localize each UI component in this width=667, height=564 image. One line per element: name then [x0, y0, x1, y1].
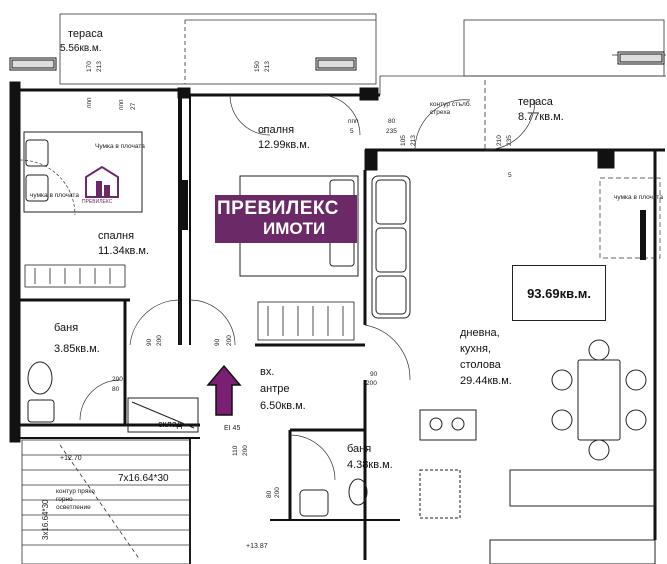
living-name-3: столова [460, 359, 501, 371]
bedroom-main-name: спалня [258, 124, 295, 136]
bath-big-area: 4.38кв.м. [347, 459, 393, 471]
dim-ppp-3: ппп [118, 99, 125, 110]
dim-200f: 200 [274, 487, 281, 498]
dim-90b: 90 [214, 338, 221, 346]
ac-units [9, 51, 665, 71]
walls [9, 81, 665, 564]
note-light-2: горно [56, 496, 73, 503]
dim-235: 235 [386, 128, 397, 135]
bath-big-name: баня [347, 443, 372, 455]
bedroom-second-name: спалня [98, 230, 135, 242]
terrace-outlines [59, 13, 666, 150]
wardrobe-hangers [34, 268, 344, 336]
dim-210: 210 [496, 135, 503, 146]
wardrobes [24, 264, 355, 341]
dim-5b: 5 [350, 128, 354, 135]
dim-200b: 200 [226, 335, 233, 346]
hall-area: 6.50кв.м. [260, 400, 306, 412]
eaves-outline [599, 177, 661, 259]
dim-90c: 90 [370, 371, 378, 378]
dim-150: 150 [254, 61, 261, 72]
living-name-2: кухня, [460, 343, 492, 355]
sofa [371, 175, 411, 319]
terrace-right-name: тераса [518, 96, 553, 108]
terrace-left-area: 5.56кв.м. [60, 43, 102, 54]
dim-27: 27 [130, 102, 137, 110]
door-swings [19, 94, 536, 481]
dim-5: 5 [262, 128, 266, 135]
previlex-logo: ПРЕВИЛЕКС ИМОТИ [215, 195, 357, 243]
watermark-text: ПРЕВИЛЕКС [82, 199, 113, 205]
storage-name: склад [158, 419, 183, 429]
dim-213: 213 [96, 61, 103, 72]
living-area: 29.44кв.м. [460, 375, 512, 387]
entrance-arrow [206, 364, 242, 416]
dim-ppp-2: ппп [348, 118, 359, 125]
bath-small-name: баня [54, 322, 79, 334]
dim-5c: 5 [508, 172, 512, 179]
stairs [21, 439, 191, 564]
hall-name-2: антре [260, 383, 290, 395]
dim-200c: 200 [366, 380, 377, 387]
dim-200e: 200 [242, 445, 249, 456]
logo-line-1: ПРЕВИЛЕКС [217, 198, 339, 219]
note-level-1: +12.70 [60, 455, 82, 462]
note-stairs-side: 3x16.64*30 [41, 499, 50, 540]
note-stairs: 7x16.64*30 [118, 473, 169, 484]
terrace-right-area: 8.77кв.м. [518, 111, 564, 123]
terrace-left-name: тераса [68, 28, 103, 40]
logo-line-2: ИМОТИ [263, 219, 326, 238]
dim-105: 105 [400, 135, 407, 146]
bedroom-second-area: 11.34кв.м. [98, 245, 150, 257]
note-ac-1: Чумка в плочата [95, 143, 145, 150]
dim-80e: 80 [112, 386, 120, 393]
dim-ppp-1: ппп [86, 97, 93, 108]
bathroom-fixtures [27, 361, 461, 519]
note-ac-2: чумка в плочата [30, 192, 79, 199]
bath-small-area: 3.85кв.м. [54, 343, 100, 355]
note-light-1: контур пряко [56, 488, 95, 495]
dim-213b: 213 [264, 61, 271, 72]
dim-200d: 200 [112, 376, 123, 383]
note-panel: EI 45 [224, 425, 241, 432]
dim-90a: 90 [146, 338, 153, 346]
dim-200a: 200 [156, 335, 163, 346]
dim-235b: 235 [506, 135, 513, 146]
kitchen-counter [419, 409, 656, 564]
note-ac-3: чумка в плочата [614, 194, 663, 201]
total-area: 93.69кв.м. [527, 285, 591, 301]
logo-watermark-icon [85, 165, 119, 198]
dim-170: 170 [86, 61, 93, 72]
note-level-2: +13.87 [246, 543, 268, 550]
note-eaves-2: стреха [430, 109, 451, 116]
bed-second-bedroom [23, 131, 143, 213]
dim-213c: 213 [410, 135, 417, 146]
note-eaves-1: контур стълб. [430, 101, 472, 108]
dim-80: 80 [388, 118, 396, 125]
bedroom-main-area: 12.99кв.м. [258, 139, 310, 151]
living-name-1: дневна, [460, 327, 500, 339]
dining-table [551, 339, 647, 461]
dim-110: 110 [232, 445, 239, 456]
total-area-badge: 93.69кв.м. [512, 265, 606, 321]
hall-name-1: вх. [260, 366, 275, 378]
note-light-3: осветление [56, 504, 91, 511]
dim-80f: 80 [266, 490, 273, 498]
radiator-markers [14, 110, 646, 260]
storage-closet [127, 397, 199, 433]
